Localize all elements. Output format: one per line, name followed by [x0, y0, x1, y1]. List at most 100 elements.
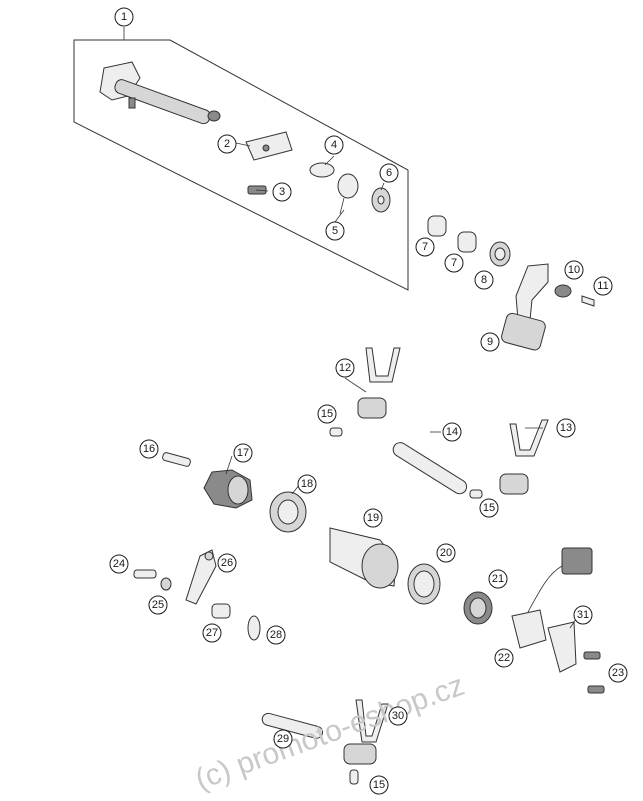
lever-screw-part — [581, 295, 595, 307]
callout: 17 — [233, 443, 253, 463]
callout-label: 18 — [301, 478, 313, 490]
callout-label: 13 — [560, 422, 572, 434]
callout: 7 — [444, 253, 464, 273]
callout: 19 — [363, 508, 383, 528]
fork-shaft-part — [392, 442, 468, 495]
callout: 20 — [436, 543, 456, 563]
callout: 31 — [573, 605, 593, 625]
bolt-16-part — [162, 452, 191, 467]
callout: 11 — [593, 276, 613, 296]
callout: 2 — [217, 134, 237, 154]
washer-part — [371, 187, 391, 213]
callout-label: 26 — [221, 557, 233, 569]
shift-plate-part — [245, 131, 293, 161]
bearing-20-part — [407, 563, 441, 605]
callout-label: 15 — [373, 779, 385, 791]
washer-25-part — [160, 577, 172, 591]
callout-label: 23 — [612, 667, 624, 679]
callout: 3 — [272, 182, 292, 202]
switch-screw-parts — [583, 651, 605, 694]
callout-label: 29 — [277, 733, 289, 745]
callout-label: 24 — [113, 558, 125, 570]
callout: 18 — [297, 474, 317, 494]
callout: 6 — [379, 163, 399, 183]
callout-label: 1 — [121, 11, 127, 23]
callout-label: 4 — [331, 139, 337, 151]
callout-label: 19 — [367, 512, 379, 524]
bushing-27-part — [211, 603, 231, 619]
callout-label: 6 — [386, 167, 392, 179]
bushing-parts — [427, 215, 477, 253]
callout-label: 15 — [321, 408, 333, 420]
seal-part — [489, 241, 511, 267]
callout: 29 — [273, 729, 293, 749]
leader-lines — [225, 142, 579, 629]
callout-label: 21 — [492, 573, 504, 585]
callout-label: 25 — [152, 599, 164, 611]
callout: 13 — [556, 418, 576, 438]
shift-switch-part — [511, 547, 593, 649]
callout: 14 — [442, 422, 462, 442]
callout: 15 — [479, 498, 499, 518]
bearing-18-part — [269, 491, 307, 533]
callout-label: 2 — [224, 138, 230, 150]
cover-plate-part — [547, 621, 577, 673]
callout: 15 — [369, 775, 389, 795]
shift-fork-30-part — [343, 699, 389, 765]
shift-drum-part — [329, 527, 399, 589]
callout-label: 17 — [237, 447, 249, 459]
callout: 30 — [388, 706, 408, 726]
shift-lever-part — [501, 263, 549, 351]
shaft-29-part — [261, 712, 324, 739]
callout: 1 — [114, 7, 134, 27]
clip-part — [309, 162, 335, 178]
locking-lever-part — [185, 549, 217, 605]
callout-label: 3 — [279, 186, 285, 198]
pin-parts — [329, 427, 483, 785]
callout-label: 20 — [440, 547, 452, 559]
callout-label: 31 — [577, 609, 589, 621]
callout-label: 11 — [597, 280, 608, 292]
lever-washer-part — [554, 284, 572, 298]
callout-label: 22 — [498, 652, 510, 664]
torsion-spring-part — [337, 173, 359, 215]
callout-label: 7 — [451, 257, 457, 269]
callout-label: 28 — [270, 629, 282, 641]
callout-label: 16 — [143, 443, 155, 455]
callout-label: 12 — [339, 362, 351, 374]
callout: 8 — [474, 270, 494, 290]
callout: 28 — [266, 625, 286, 645]
callout-label: 9 — [487, 336, 493, 348]
callout: 24 — [109, 554, 129, 574]
callout: 21 — [488, 569, 508, 589]
callout: 27 — [202, 623, 222, 643]
callout-label: 14 — [446, 426, 458, 438]
callout: 7 — [415, 237, 435, 257]
shift-shaft-part — [99, 61, 221, 125]
callout: 10 — [564, 260, 584, 280]
shift-fork-12-part — [357, 347, 401, 419]
callout: 23 — [608, 663, 628, 683]
callout-label: 30 — [392, 710, 404, 722]
callout: 26 — [217, 553, 237, 573]
callout: 5 — [325, 221, 345, 241]
callout: 15 — [317, 404, 337, 424]
callout: 9 — [480, 332, 500, 352]
group-1-frame — [73, 27, 409, 291]
callout: 25 — [148, 595, 168, 615]
callout: 22 — [494, 648, 514, 668]
callout: 12 — [335, 358, 355, 378]
callout-label: 7 — [422, 241, 428, 253]
callout-label: 8 — [481, 274, 487, 286]
bolt-24-part — [133, 569, 157, 579]
callout: 16 — [139, 439, 159, 459]
callout: 4 — [324, 135, 344, 155]
callout-label: 5 — [332, 225, 338, 237]
watermark-text: (c) promoto-eshop.cz — [191, 669, 469, 797]
spring-28-part — [247, 615, 261, 641]
sensor-part — [463, 591, 493, 625]
callout-label: 10 — [568, 264, 580, 276]
shift-star-part — [203, 469, 253, 509]
shift-fork-13-part — [499, 419, 549, 495]
